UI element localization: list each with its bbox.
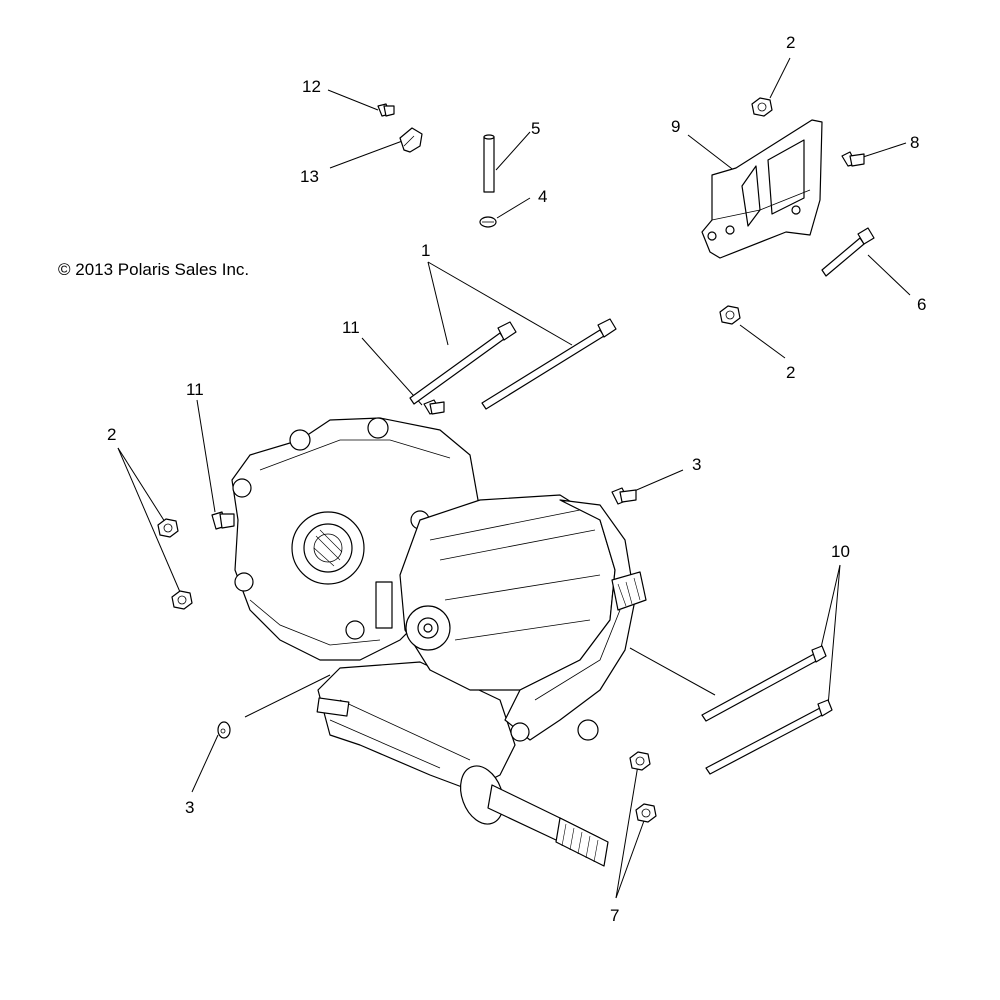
part-11-bolt-upper [423,399,445,415]
callout-12: 12 [302,77,321,96]
callout-4: 4 [538,187,547,206]
part-6-bolt [821,227,875,277]
copyright-notice: © 2013 Polaris Sales Inc. [58,260,249,279]
part-8-bolt [841,151,865,167]
part-3-bolt-right [611,487,637,505]
part-1-long-bolts [409,318,617,410]
part-3-bolt-left [217,721,231,739]
part-2-nuts [157,97,773,610]
leader-lines [117,57,911,899]
callout-3-right: 3 [692,455,701,474]
callout-labels: 1 2 2 2 3 3 4 5 6 7 8 9 10 11 11 12 13 [107,33,926,925]
callout-11-upper: 11 [342,318,360,337]
part-7-nuts [629,751,657,823]
part-9-bracket [701,119,823,259]
callout-6: 6 [917,295,926,314]
callout-2-right: 2 [786,363,795,382]
callout-2-top: 2 [786,33,795,52]
callout-2-left: 2 [107,425,116,444]
callout-13: 13 [300,167,319,186]
callout-7: 7 [610,906,619,925]
transmission-assembly [231,417,647,867]
part-5-hose [483,134,495,193]
part-12-fastener [377,103,395,117]
callout-10: 10 [831,542,850,561]
callout-8: 8 [910,133,919,152]
part-13-clip [399,127,423,153]
part-4-clamp [479,216,497,228]
callout-11-left: 11 [186,380,204,399]
callout-5: 5 [531,119,540,138]
part-11-bolt-left [211,511,235,530]
part-10-long-bolts [701,645,833,775]
callout-9: 9 [671,117,680,136]
callout-3-left: 3 [185,798,194,817]
callout-1: 1 [421,241,430,260]
